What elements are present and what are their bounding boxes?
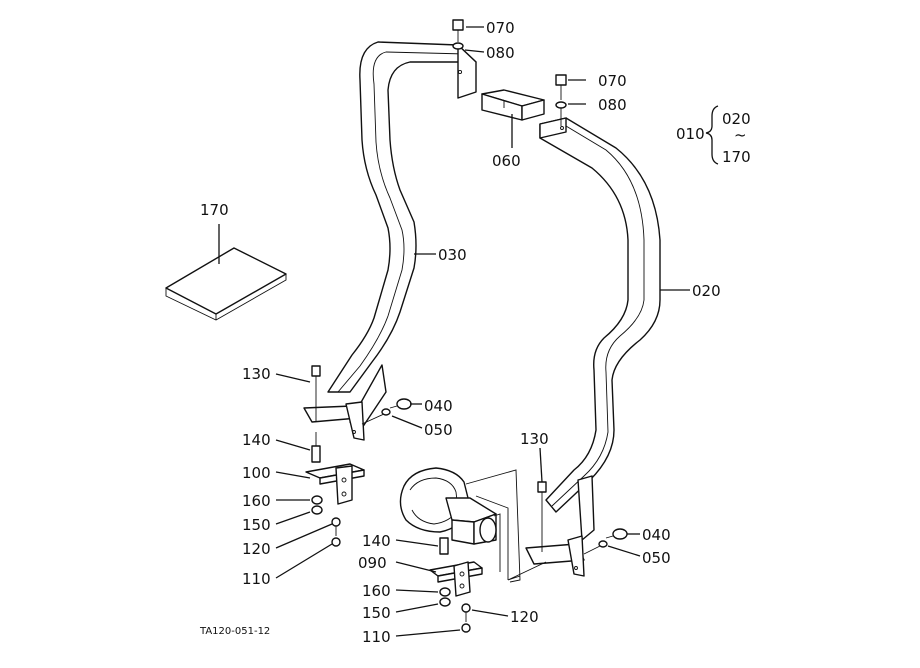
washer-160-left bbox=[311, 495, 323, 505]
manual-book bbox=[165, 247, 287, 321]
callout-120-right: 120 bbox=[510, 608, 539, 626]
leader-lines bbox=[218, 26, 690, 637]
bolt-130-left bbox=[311, 365, 321, 422]
callout-110-left: 110 bbox=[242, 570, 271, 588]
callout-160-left: 160 bbox=[242, 492, 271, 510]
washer-080-top-b bbox=[555, 101, 567, 109]
washer-150-right bbox=[439, 597, 451, 607]
joint-piece bbox=[481, 89, 545, 121]
left-arch-tube bbox=[327, 41, 477, 429]
gearbox-housing bbox=[399, 467, 547, 583]
bracket-100-left bbox=[305, 463, 365, 505]
callout-160-right: 160 bbox=[362, 582, 391, 600]
callout-130-right: 130 bbox=[520, 430, 549, 448]
callout-080-a: 080 bbox=[486, 44, 515, 62]
callout-080-b: 080 bbox=[598, 96, 627, 114]
callout-140-right: 140 bbox=[362, 532, 391, 550]
callout-050-left: 050 bbox=[424, 421, 453, 439]
callout-090: 090 bbox=[358, 554, 387, 572]
nut-120-right bbox=[461, 603, 471, 613]
callout-050-right: 050 bbox=[642, 549, 671, 567]
bolt-110-right bbox=[461, 612, 471, 633]
right-arch-tube bbox=[539, 117, 661, 541]
callout-170: 170 bbox=[200, 201, 229, 219]
callout-040-right: 040 bbox=[642, 526, 671, 544]
group-bracket-code: 010 bbox=[676, 125, 705, 143]
group-bracket-tilde: ~ bbox=[734, 126, 747, 144]
bolt-040-right bbox=[605, 528, 628, 540]
callout-140-left: 140 bbox=[242, 431, 271, 449]
bolt-070-top-a bbox=[452, 19, 464, 42]
right-base-plate bbox=[525, 535, 585, 577]
callout-150-left: 150 bbox=[242, 516, 271, 534]
callout-070-b: 070 bbox=[598, 72, 627, 90]
washer-050-left bbox=[381, 408, 391, 416]
callout-060: 060 bbox=[492, 152, 521, 170]
callout-100: 100 bbox=[242, 464, 271, 482]
bolt-040-left bbox=[389, 398, 412, 410]
group-bracket-top: 020 bbox=[722, 110, 751, 128]
washer-160-right bbox=[439, 587, 451, 597]
callout-120-left: 120 bbox=[242, 540, 271, 558]
washer-150-left bbox=[311, 505, 323, 515]
callout-110-right: 110 bbox=[362, 628, 391, 646]
bracket-090-right bbox=[429, 561, 483, 597]
callout-070-a: 070 bbox=[486, 19, 515, 37]
callout-020: 020 bbox=[692, 282, 721, 300]
bolt-110-left bbox=[331, 526, 341, 547]
group-bracket-bottom: 170 bbox=[722, 148, 751, 166]
callout-150-right: 150 bbox=[362, 604, 391, 622]
callout-040-left: 040 bbox=[424, 397, 453, 415]
collar-140-right bbox=[439, 537, 449, 555]
bolt-130-right bbox=[537, 481, 547, 552]
callout-130-left: 130 bbox=[242, 365, 271, 383]
washer-050-right bbox=[598, 540, 608, 548]
group-bracket: 010 020 ~ 170 bbox=[676, 105, 751, 166]
nut-120-left bbox=[331, 517, 341, 527]
collar-140-left bbox=[311, 445, 321, 463]
left-base-plate bbox=[303, 401, 365, 441]
bolt-070-top-b bbox=[555, 74, 567, 100]
washer-080-top-a bbox=[452, 42, 464, 50]
callout-030: 030 bbox=[438, 246, 467, 264]
figure-code: TA120-051-12 bbox=[199, 626, 270, 637]
